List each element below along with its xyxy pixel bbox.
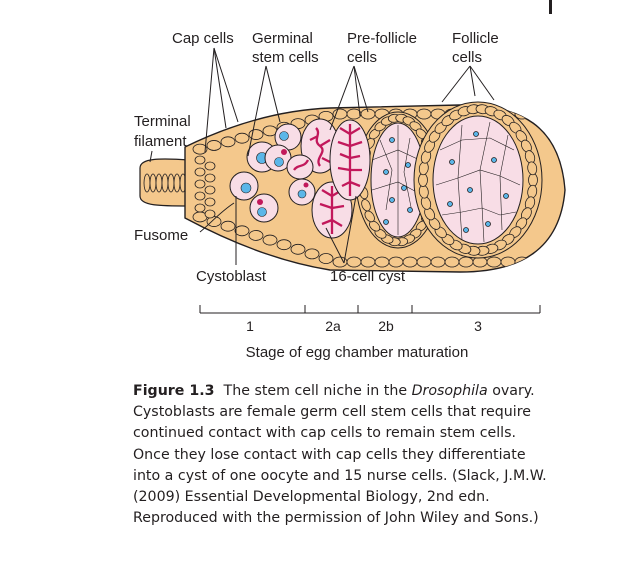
stage-tick-3: 3 [474, 318, 482, 334]
prefollicle-cells-label-line1: Pre-follicle [347, 30, 417, 47]
follicle-cells-label-line2: cells [452, 49, 482, 66]
follicle-cell [374, 256, 390, 268]
follicle-cell [514, 256, 530, 268]
follicle-cell [444, 256, 460, 268]
terminal-filament [139, 158, 193, 207]
follicle-cell [290, 243, 306, 255]
cap-cell [194, 167, 206, 177]
follicle-cell [388, 256, 404, 268]
germinal-stem-cells-label-line1: Germinal [252, 30, 313, 47]
filament-cell [143, 173, 151, 193]
prefollicle-cells-label-line2: cells [347, 49, 377, 66]
nurse-cell-nucleus [407, 207, 413, 213]
nurse-cell-nucleus [383, 219, 389, 225]
nurse-cell-nucleus [383, 169, 389, 175]
egg-chamber-3 [413, 101, 543, 259]
follicle-cell [220, 136, 236, 148]
nurse-cell-nucleus [503, 193, 509, 199]
stage-axis-label: Stage of egg chamber maturation [246, 344, 469, 361]
cap-cell [194, 191, 206, 201]
stage-tick-1: 1 [246, 318, 254, 334]
cap-cell [204, 197, 216, 207]
nurse-cell-nucleus [473, 131, 479, 137]
germline-cysts [286, 118, 371, 239]
nurse-cell-nucleus [389, 137, 395, 143]
follicle-cell [500, 256, 516, 268]
nurse-cell-nucleus [401, 185, 407, 191]
follicle-cell [430, 256, 446, 268]
follicle-cell [192, 143, 208, 155]
follicle-cell [528, 256, 544, 268]
fusome-label: Fusome [134, 227, 188, 244]
caption-italic-species: Drosophila [411, 383, 488, 399]
follicle-cell [220, 220, 236, 232]
cap-cell [194, 203, 206, 213]
follicle-cell [542, 256, 558, 268]
follicle-cell [542, 108, 558, 120]
germline-stem-cells [229, 123, 316, 223]
cystoblast-label: Cystoblast [196, 268, 267, 285]
follicle-cell [472, 256, 488, 268]
stage-axis [199, 305, 541, 314]
nurse-cell-nucleus [389, 197, 395, 203]
follicle-cell [368, 220, 381, 232]
nurse-cell-nucleus [447, 201, 453, 207]
terminal-filament-label-line2: filament [134, 133, 187, 150]
follicle-cell [318, 253, 334, 264]
stage-tick-2b: 2b [378, 318, 394, 334]
filament-cell [155, 173, 163, 193]
filament-cell [167, 173, 175, 193]
follicle-cell [416, 256, 432, 268]
leader-lines [149, 47, 495, 265]
ovary-diagram: Cap cells Germinal stem cells Pre-follic… [134, 30, 566, 361]
nurse-cell-nucleus [491, 157, 497, 163]
follicle-cell [206, 140, 222, 151]
figure-caption: Figure 1.3 The stem cell niche in the Dr… [133, 381, 553, 529]
follicle-cell [234, 225, 250, 237]
nurse-cell-nucleus [467, 187, 473, 193]
cap-cell [204, 185, 216, 195]
cap-cells-label: Cap cells [172, 30, 234, 47]
nurse-cell-nucleus [485, 221, 491, 227]
follicle-cell [418, 173, 428, 187]
follicle-cell [402, 256, 418, 268]
follicle-cell [304, 248, 320, 260]
follicle-cells-label-line1: Follicle [452, 30, 499, 47]
follicle-cell [458, 256, 474, 268]
nurse-cell-nucleus [405, 162, 411, 168]
caption-text-rest: ovary. Cystoblasts are female germ cell … [133, 383, 547, 527]
follicle-cell [364, 210, 375, 223]
terminal-filament-label-line1: Terminal [134, 113, 191, 130]
page-corner-mark [549, 0, 552, 14]
follicle-cell [528, 173, 538, 187]
follicle-cell [234, 132, 250, 144]
cap-cell [194, 179, 206, 189]
follicle-cell [527, 161, 538, 176]
follicle-cell [486, 256, 502, 268]
follicle-cell [276, 239, 292, 251]
cap-cell [194, 155, 206, 165]
follicle-cell [416, 108, 432, 120]
follicle-cell [528, 108, 544, 120]
follicle-cell [262, 234, 278, 246]
caption-text-start: The stem cell niche in the [223, 383, 408, 399]
follicle-cell [360, 256, 376, 268]
cap-cell [204, 161, 216, 171]
follicle-cell [346, 256, 362, 268]
follicle-cell [248, 230, 264, 241]
filament-cell [149, 173, 157, 193]
cap-cell [204, 209, 216, 219]
nurse-cell-nucleus [449, 159, 455, 165]
filament-cell [173, 173, 181, 193]
cap-cell [204, 173, 216, 183]
filament-cell [161, 173, 169, 193]
figure-label: Figure 1.3 [133, 383, 215, 399]
nurse-cell-nucleus [463, 227, 469, 233]
cyst16-label: 16-cell cyst [330, 268, 406, 285]
stage-tick-2a: 2a [325, 318, 341, 334]
germinal-stem-cells-label-line2: stem cells [252, 49, 319, 66]
follicle-cell [361, 199, 371, 212]
